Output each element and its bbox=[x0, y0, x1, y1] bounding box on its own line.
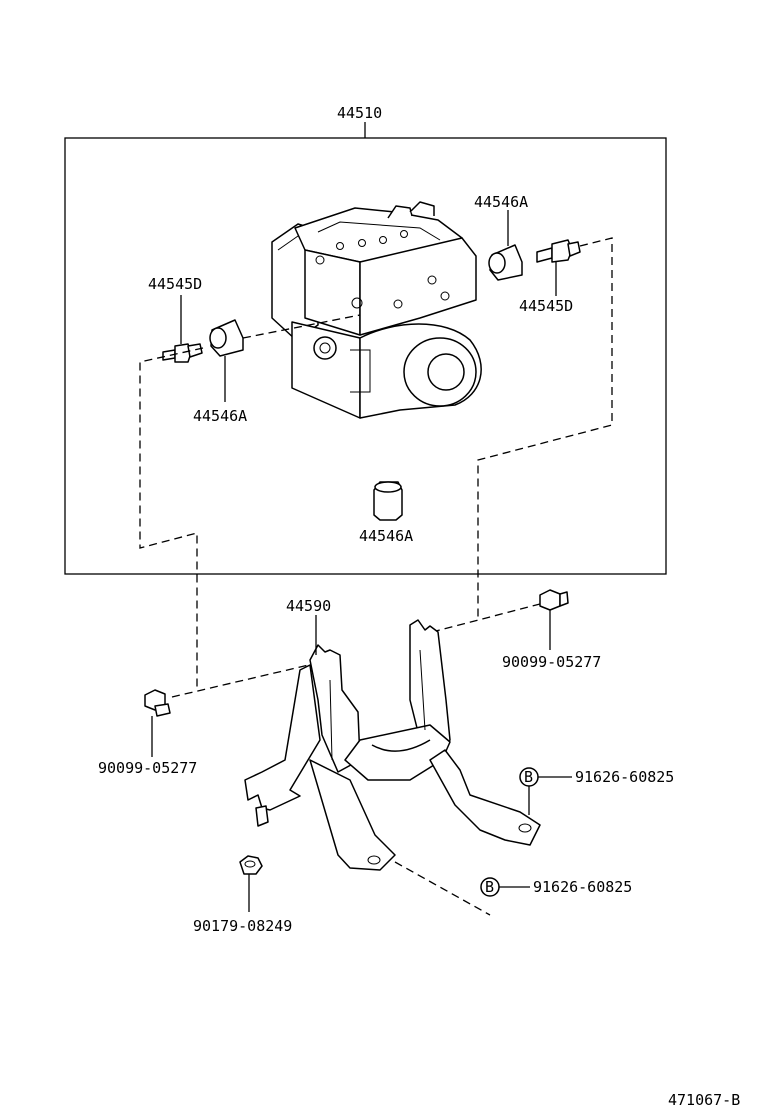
label-90099-05277-left: 90099-05277 bbox=[98, 759, 197, 777]
label-90099-05277-right: 90099-05277 bbox=[502, 653, 601, 671]
label-44545D-right: 44545D bbox=[519, 297, 573, 315]
cushion-bottom bbox=[373, 481, 403, 521]
label-90179-08249: 90179-08249 bbox=[193, 917, 292, 935]
svg-text:B: B bbox=[524, 768, 533, 786]
nut-bottom bbox=[239, 855, 263, 875]
dashed-left-bolt-to-bracket bbox=[171, 659, 331, 698]
label-44546A-bottom: 44546A bbox=[359, 527, 413, 545]
dashed-left-path bbox=[139, 347, 204, 690]
dashed-bottom-bolt bbox=[394, 861, 491, 916]
dashed-right-bolt-to-bracket bbox=[431, 603, 541, 633]
cushion-left bbox=[209, 319, 244, 357]
b-marker-upper: B bbox=[519, 767, 539, 787]
abs-actuator bbox=[271, 201, 482, 419]
figure-code: 471067-B bbox=[668, 1091, 740, 1109]
label-44590: 44590 bbox=[286, 597, 331, 615]
label-44545D-left: 44545D bbox=[148, 275, 202, 293]
dashed-left-to-cushion bbox=[242, 314, 361, 339]
b-marker-lower: B bbox=[480, 877, 500, 897]
bracket-44590 bbox=[244, 619, 541, 871]
svg-text:B: B bbox=[485, 878, 494, 896]
label-91626-60825-lower: 91626-60825 bbox=[533, 878, 632, 896]
label-44546A-left: 44546A bbox=[193, 407, 247, 425]
bolt-right bbox=[536, 239, 581, 263]
cushion-top-right bbox=[488, 244, 523, 281]
bolt-upper-right bbox=[539, 589, 569, 611]
dashed-right-path bbox=[477, 237, 613, 620]
label-44546A-top: 44546A bbox=[474, 193, 528, 211]
label-91626-60825-upper: 91626-60825 bbox=[575, 768, 674, 786]
bolt-left-lower bbox=[144, 689, 171, 717]
label-44510: 44510 bbox=[337, 104, 382, 122]
bolt-left bbox=[162, 343, 203, 363]
